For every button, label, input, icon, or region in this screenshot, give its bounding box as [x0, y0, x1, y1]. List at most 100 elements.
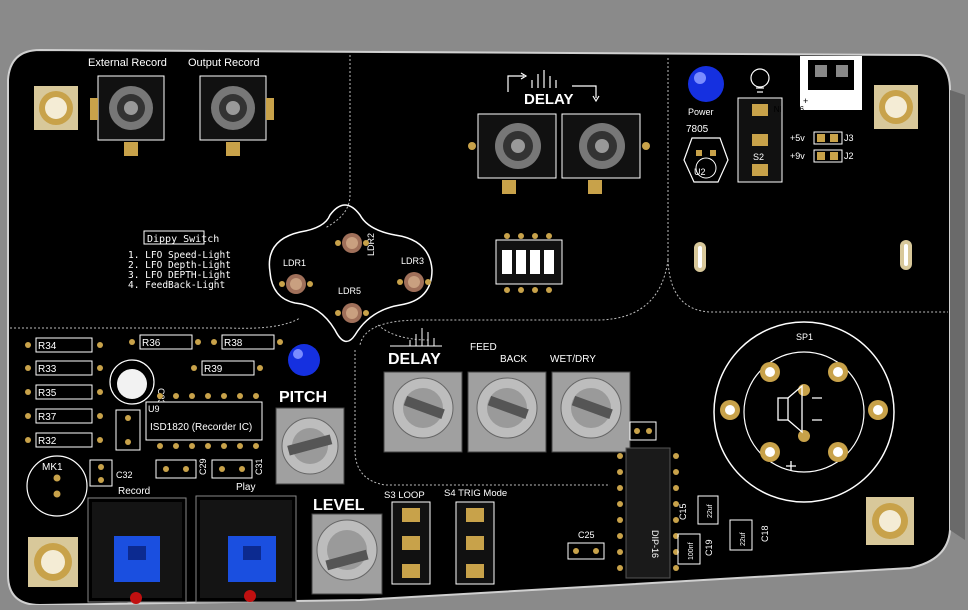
resistor-r38: R38 — [211, 334, 283, 350]
delay-pot[interactable] — [383, 371, 463, 453]
capacitor-c29-label: C29 — [198, 458, 208, 475]
play-button[interactable] — [195, 495, 297, 603]
capacitor-c18-label: C18 — [760, 525, 770, 542]
microphone-mk1: MK1 — [26, 455, 88, 517]
switch-loop-label: S3 LOOP — [384, 490, 425, 501]
dip16-label: DIP-16 — [650, 530, 660, 558]
wet-dry-pot[interactable] — [551, 371, 631, 453]
pcb-board — [7, 48, 951, 607]
capacitor-100nf: 100nf — [677, 533, 701, 565]
capacitor-c15-label: C15 — [678, 503, 688, 520]
resistor-r39-label: R39 — [204, 364, 223, 375]
resistor-r38-label: R38 — [224, 338, 243, 349]
regulator-7805 — [683, 137, 729, 183]
regulator-label: 7805 — [686, 124, 709, 135]
pcb-edge — [950, 90, 965, 540]
small-capacitor-b — [629, 421, 657, 441]
ic-label: ISD1820 (Recorder IC) — [150, 422, 252, 433]
record-button[interactable] — [87, 497, 187, 604]
power-connector-label: 9 Volt IN — [774, 104, 804, 113]
capacitor-c29: C29 — [155, 458, 208, 479]
ldr-5-label: LDR5 — [338, 286, 361, 296]
slot-holes — [694, 240, 912, 272]
lightbulb-icon — [750, 68, 770, 93]
j3-ref: J3 — [844, 133, 854, 143]
jack-external-record[interactable] — [90, 75, 165, 156]
power-connector[interactable] — [800, 56, 862, 110]
capacitor-c18: 22uf — [729, 519, 753, 551]
resistor-r36-label: R36 — [142, 338, 161, 349]
switch-trig[interactable] — [455, 501, 495, 585]
capacitor-c15: 22uf — [697, 495, 719, 525]
feedback-pot[interactable] — [467, 371, 547, 453]
ldr-3-label: LDR3 — [401, 256, 424, 266]
ic-dip16: DIP-16 — [617, 447, 679, 579]
ldr-5: LDR5 — [335, 286, 369, 323]
resistor-r36: R36 — [129, 334, 201, 350]
resistor-r35: R35 — [25, 384, 103, 400]
mount-hole-tl — [34, 86, 78, 130]
capacitor-c15-value: 22uf — [707, 504, 714, 518]
j2-voltage-label: +9v — [790, 151, 805, 161]
capacitor-c25 — [567, 542, 605, 560]
mounting-holes — [28, 85, 918, 587]
jack-delay-out[interactable] — [561, 113, 650, 194]
ldr-3: LDR3 — [397, 256, 431, 292]
play-button-label: Play — [236, 482, 255, 493]
dip-switch[interactable] — [495, 233, 563, 293]
delay-pot-graphic — [390, 328, 442, 347]
delay-section-title: DELAY — [524, 91, 573, 108]
power-led-label: Power — [688, 107, 714, 117]
capacitor-c31: C31 — [211, 458, 264, 479]
resistor-r37-label: R37 — [38, 412, 57, 423]
speaker-sp1: SP1 — [713, 321, 895, 503]
speaker-icon — [777, 384, 822, 471]
level-pot-label: LEVEL — [313, 497, 365, 514]
resistor-r35-label: R35 — [38, 388, 57, 399]
power-connector-plus: + — [803, 96, 808, 106]
delay-pot-label: DELAY — [388, 351, 441, 368]
header-j2[interactable] — [813, 149, 843, 163]
jack-label-external-record: External Record — [88, 57, 167, 69]
wet-dry-pot-label: WET/DRY — [550, 354, 596, 365]
capacitor-c25-label: C25 — [578, 530, 595, 540]
power-led — [688, 66, 724, 102]
mount-hole-tr — [874, 85, 918, 129]
dippy-item-3: 3. LFO DEPTH-Light — [128, 270, 231, 281]
microphone-label: MK1 — [42, 462, 63, 473]
jack-label-output-record: Output Record — [188, 57, 260, 69]
capacitor-c31-label: C31 — [254, 458, 264, 475]
power-switch-label: S2 — [753, 152, 764, 162]
header-j3[interactable] — [813, 131, 843, 145]
switch-loop[interactable] — [391, 501, 431, 585]
small-capacitor-a — [115, 409, 141, 451]
switch-trig-label: S4 TRIG Mode — [444, 488, 507, 499]
pitch-pot[interactable] — [275, 407, 345, 485]
level-pot[interactable] — [311, 513, 383, 595]
dippy-item-1: 1. LFO Speed-Light — [128, 250, 231, 261]
resistor-r32-label: R32 — [38, 436, 57, 447]
resistor-r32: R32 — [25, 432, 103, 448]
regulator-ref: U2 — [694, 167, 706, 177]
resistor-r33: R33 — [25, 360, 103, 376]
ldr-outline — [268, 204, 433, 343]
jack-output-record[interactable] — [199, 75, 274, 156]
feedback-pot-label-line1: FEED — [470, 342, 497, 353]
ldr-1: LDR1 — [279, 258, 313, 294]
ic-ref-label: U9 — [148, 404, 160, 414]
speaker-label: SP1 — [796, 332, 813, 342]
capacitor-c18-value: 22uf — [740, 532, 747, 546]
pitch-pot-label: PITCH — [279, 389, 327, 406]
pitch-led — [288, 344, 320, 376]
power-switch-s2[interactable] — [737, 97, 783, 183]
jack-delay-in[interactable] — [468, 113, 557, 194]
record-button-label: Record — [118, 486, 150, 497]
capacitor-c32: C32 — [89, 459, 133, 487]
resistor-r37: R37 — [25, 408, 103, 424]
j3-voltage-label: +5v — [790, 133, 805, 143]
section-dividers — [10, 55, 948, 486]
j2-ref: J2 — [844, 151, 854, 161]
feedback-pot-label-line2: BACK — [500, 354, 528, 365]
